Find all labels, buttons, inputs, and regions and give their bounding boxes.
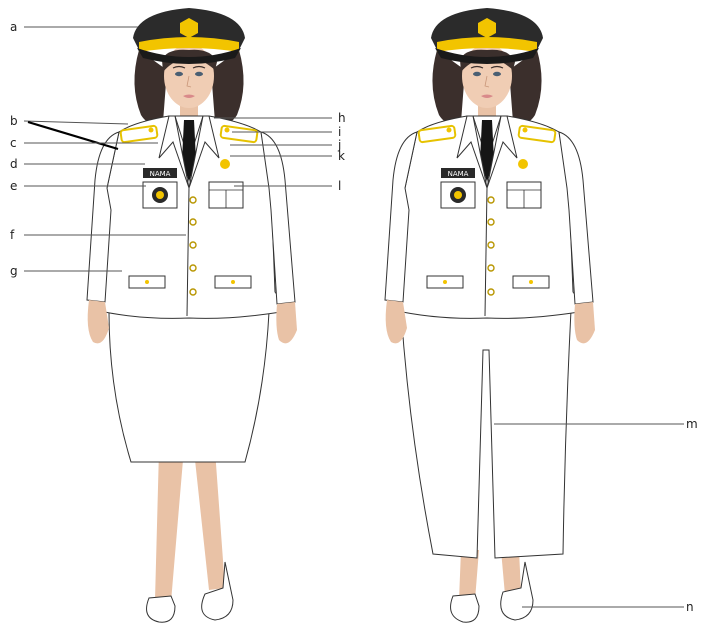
label-k: k — [338, 149, 345, 163]
leader-b-bold — [28, 122, 118, 149]
figure-trousers: NAMA — [385, 8, 595, 622]
label-a: a — [10, 20, 17, 34]
label-f: f — [10, 228, 15, 242]
label-c: c — [10, 136, 17, 150]
leader-b — [24, 121, 128, 124]
skirt — [109, 312, 269, 462]
trousers — [401, 310, 571, 558]
label-l: l — [338, 179, 341, 193]
figure-skirt: NAMA — [87, 8, 297, 622]
label-h: h — [338, 111, 346, 125]
label-b: b — [10, 114, 18, 128]
label-d: d — [10, 157, 18, 171]
label-g: g — [10, 264, 18, 278]
name-tag-text: NAMA — [150, 170, 171, 178]
label-i: i — [338, 125, 341, 139]
label-n: n — [686, 600, 694, 614]
shoe-left — [147, 596, 175, 622]
label-e: e — [10, 179, 17, 193]
name-tag-text: NAMA — [448, 170, 469, 178]
shoe-left — [451, 594, 479, 622]
label-m: m — [686, 417, 698, 431]
legs — [155, 450, 225, 602]
